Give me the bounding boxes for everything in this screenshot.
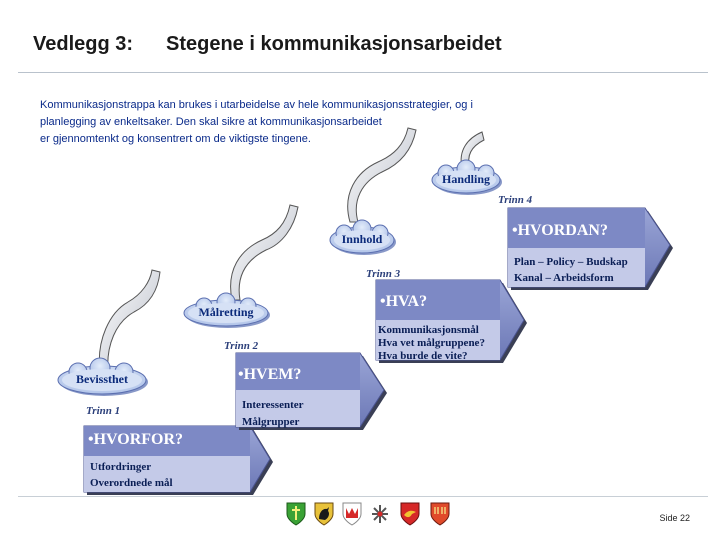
step-2-line: Interessenter (242, 399, 304, 411)
trinn-label-2: Trinn 2 (224, 340, 259, 352)
step-2-line: Målgrupper (242, 416, 300, 428)
intro-line: Kommunikasjonstrappa kan brukes i utarbe… (40, 99, 473, 111)
page-title: Stegene i kommunikasjonsarbeidet (166, 33, 502, 55)
step-arrow-4 (507, 207, 673, 290)
cloud-bevissthet (57, 357, 148, 396)
step-arrow-3 (375, 279, 527, 363)
cloud-malretting (183, 292, 270, 328)
curve-arrow-1 (98, 269, 161, 373)
step-3-line: Kommunikasjonsmål (378, 324, 479, 336)
step-4-line: Plan – Policy – Budskap (514, 256, 628, 268)
trinn-label-3: Trinn 3 (366, 268, 401, 280)
cloud-label-malretting: Målretting (198, 305, 254, 319)
curve-arrow-3 (347, 127, 417, 223)
step-2-heading: •HVEM? (238, 366, 302, 383)
step-4-heading: •HVORDAN? (512, 222, 608, 239)
step-1-line: Utfordringer (90, 461, 152, 473)
trinn-label-1: Trinn 1 (86, 405, 121, 417)
bird-shield-icon (400, 502, 420, 526)
cloud-label-handling: Handling (441, 172, 491, 186)
step-3-line: Hva vet målgruppene? (378, 337, 485, 349)
cloud-innhold (329, 219, 396, 255)
step-4-line: Kanal – Arbeidsform (514, 272, 614, 284)
red-pattern-shield-icon (430, 502, 450, 526)
cloud-handling (431, 159, 502, 195)
title-divider (18, 72, 708, 73)
curve-arrow-2 (230, 204, 299, 301)
intro-line: planlegging av enkeltsaker. Den skal sik… (40, 116, 382, 128)
step-arrow-2 (235, 352, 387, 430)
step-1-line: Overordnede mål (90, 477, 173, 489)
footer-divider (18, 496, 708, 497)
red-crown-shield-icon (342, 502, 362, 526)
step-3-heading: •HVA? (380, 293, 428, 310)
cloud-label-innhold: Innhold (341, 232, 383, 246)
title-bar: Vedlegg 3: Stegene i kommunikasjonsarbei… (0, 0, 728, 80)
trinn-label-4: Trinn 4 (498, 194, 533, 206)
cloud-label-bevissthet: Bevissthet (76, 372, 128, 386)
page-title-prefix: Vedlegg 3: (33, 33, 134, 55)
step-3-line: Hva burde de vite? (378, 350, 468, 362)
step-1-heading: •HVORFOR? (88, 431, 184, 448)
green-shield-icon (286, 502, 306, 526)
page-number: Side 22 (659, 513, 690, 523)
step-arrow-1 (83, 425, 273, 495)
rooster-shield-icon (314, 502, 334, 526)
intro-text: Kommunikasjonstrappa kan brukes i utarbe… (40, 97, 520, 148)
intro-line: er gjennomtenkt og konsentrert om de vik… (40, 133, 311, 145)
snowflake-icon (372, 505, 388, 523)
